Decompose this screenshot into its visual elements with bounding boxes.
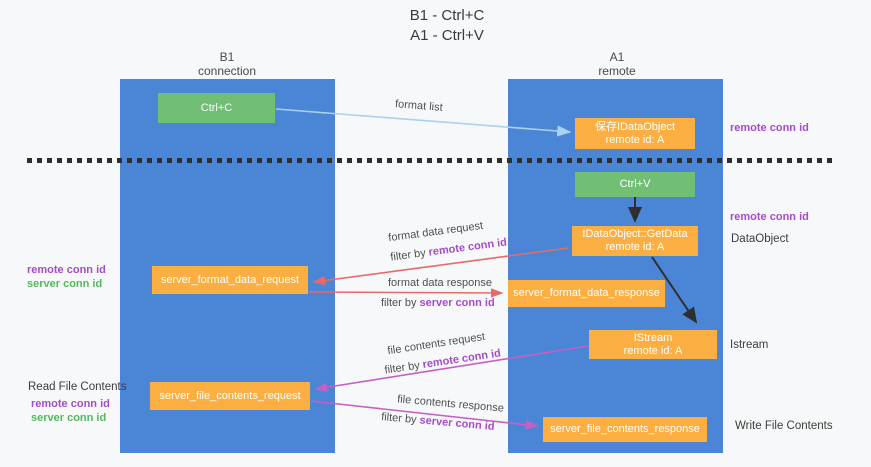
node-ctrl-v: Ctrl+V (575, 172, 695, 197)
lane-b1-role: connection (197, 64, 257, 78)
label-dataobject: DataObject (731, 233, 789, 245)
filter-prefix: filter by (389, 247, 427, 264)
lane-header-a1: A1 remote (557, 50, 677, 78)
filter-prefix: filter by (380, 411, 418, 427)
node-server-file-contents-request: server_file_contents_request (150, 382, 310, 410)
label-format-data-response: format data response (388, 277, 492, 289)
label-file-contents-response: file contents response (396, 393, 505, 415)
node-file-request-label: server_file_contents_request (159, 389, 301, 402)
node-format-request-label: server_format_data_request (160, 273, 300, 286)
filter-prefix: filter by (383, 359, 421, 377)
lane-header-b1: B1 connection (167, 50, 287, 78)
node-server-file-contents-response: server_file_contents_response (543, 417, 707, 442)
node-istream: IStream remote id: A (589, 330, 717, 359)
node-idataobject-getdata: IDataObject::GetData remote id: A (572, 226, 698, 256)
node-getdata-line2: remote id: A (605, 241, 665, 253)
node-istream-line2: remote id: A (623, 344, 683, 357)
label-left-file-server-conn-id: server conn id (31, 412, 107, 424)
node-file-response-label: server_file_contents_response (550, 423, 700, 435)
label-left-file-remote-conn-id: remote conn id (31, 398, 110, 410)
cut-separator-line (27, 158, 833, 163)
filter-prefix: filter by (381, 297, 417, 309)
node-save-idataobject: 保存IDataObject remote id: A (575, 118, 695, 149)
node-format-response-label: server_format_data_response (513, 287, 660, 299)
node-save-idataobject-line2: remote id: A (605, 133, 665, 146)
title-line-2: A1 - Ctrl+V (410, 27, 484, 44)
label-right-top-remote-conn-id: remote conn id (730, 122, 809, 134)
lane-b1-name: B1 (219, 50, 235, 64)
lane-a1-name: A1 (609, 50, 625, 64)
node-istream-line1: IStream (633, 331, 673, 344)
label-format-list: format list (394, 98, 444, 114)
diagram-title: B1 - Ctrl+C A1 - Ctrl+V (347, 6, 547, 46)
label-right-mid-remote-conn-id: remote conn id (730, 211, 809, 223)
filter-key: remote conn id (421, 347, 502, 371)
node-ctrl-v-label: Ctrl+V (619, 178, 651, 190)
node-server-format-data-response: server_format_data_response (508, 280, 665, 307)
filter-key: server conn id (419, 414, 495, 433)
node-getdata-line1: IDataObject::GetData (582, 228, 688, 240)
arrow-format-data-response (308, 288, 504, 298)
label-left-format-server-conn-id: server conn id (27, 278, 103, 290)
node-ctrl-c: Ctrl+C (158, 93, 275, 123)
node-ctrl-c-label: Ctrl+C (200, 101, 233, 114)
label-istream: Istream (730, 339, 769, 351)
filter-key: remote conn id (427, 236, 508, 259)
label-write-file-contents: Write File Contents (735, 420, 833, 432)
title-line-1: B1 - Ctrl+C (409, 7, 485, 24)
label-left-format-remote-conn-id: remote conn id (27, 264, 106, 276)
lane-a1-role: remote (598, 64, 636, 78)
label-read-file-contents: Read File Contents (28, 381, 127, 393)
node-server-format-data-request: server_format_data_request (152, 266, 308, 294)
filter-key: server conn id (419, 297, 495, 309)
node-save-idataobject-line1: 保存IDataObject (594, 120, 676, 133)
